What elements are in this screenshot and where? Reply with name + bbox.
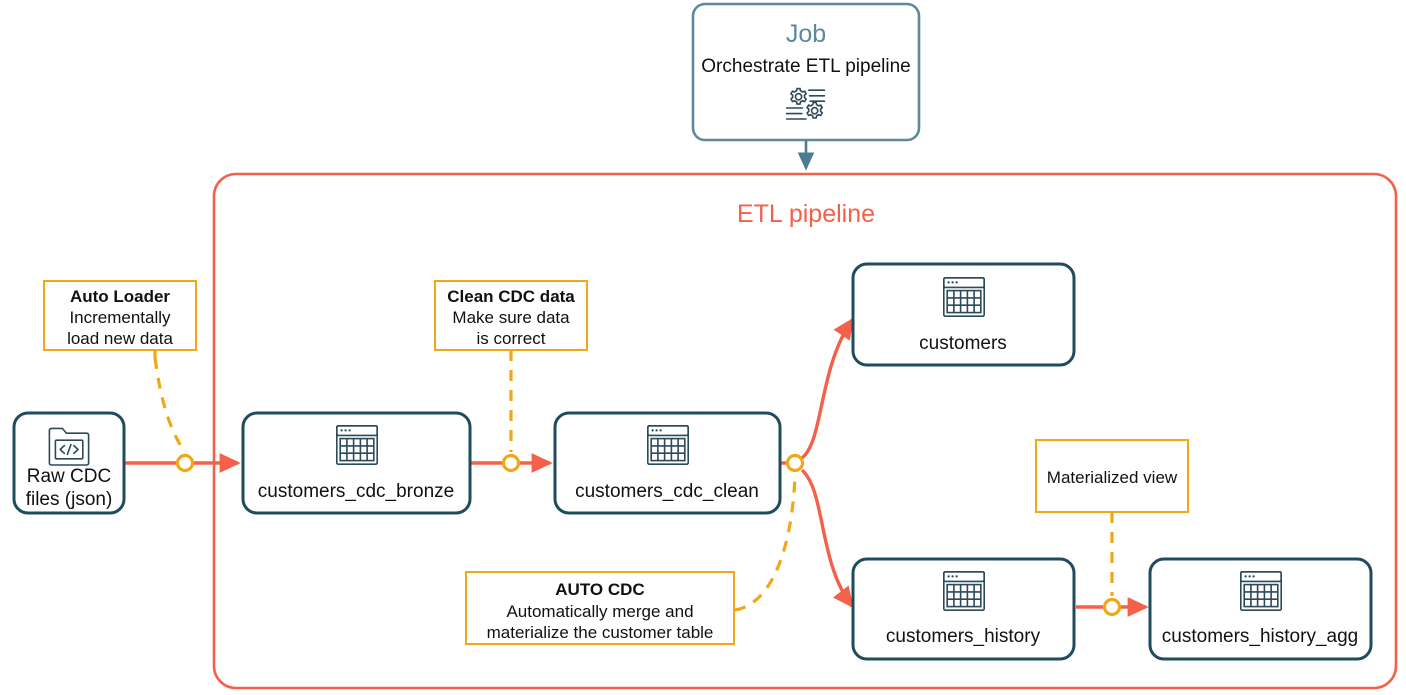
- etl-pipeline-title: ETL pipeline: [737, 200, 875, 228]
- job-title: Job: [786, 20, 826, 48]
- node-customers-history-agg-label: customers_history_agg: [1162, 626, 1358, 647]
- node-customers-cdc-clean-label: customers_cdc_clean: [575, 481, 759, 502]
- note-auto-loader[interactable]: Auto Loader Incrementally load new data: [43, 280, 197, 351]
- note-clean-cdc-data-line-1: Make sure data: [452, 308, 570, 327]
- joint-clean-cdc[interactable]: [501, 453, 521, 473]
- node-customers[interactable]: customers: [851, 262, 1076, 367]
- edge-clean-to-customers: [800, 317, 854, 460]
- dash-auto-loader: [153, 357, 187, 453]
- note-auto-cdc[interactable]: AUTO CDC Automatically merge and materia…: [465, 571, 735, 645]
- node-customers-history-label: customers_history: [886, 626, 1041, 647]
- note-auto-loader-line-1: Incrementally: [69, 308, 171, 327]
- node-raw-cdc-files-label-2: files (json): [26, 489, 113, 510]
- note-clean-cdc-data-border: [434, 280, 588, 351]
- node-raw-cdc-files-border: [12, 411, 126, 515]
- node-customers-history-border: [851, 557, 1076, 661]
- note-clean-cdc-data[interactable]: Clean CDC data Make sure data is correct: [434, 280, 588, 351]
- node-customers-cdc-bronze-label: customers_cdc_bronze: [258, 481, 454, 502]
- joint-auto-loader[interactable]: [175, 453, 195, 473]
- note-auto-cdc-line-1: Automatically merge and: [506, 602, 693, 621]
- node-customers-cdc-clean-border: [553, 411, 782, 515]
- node-raw-cdc-files-label-1: Raw CDC: [27, 466, 111, 487]
- node-customers-cdc-clean[interactable]: customers_cdc_clean: [553, 411, 782, 515]
- node-customers-history[interactable]: customers_history: [851, 557, 1076, 661]
- joint-auto-cdc[interactable]: [785, 453, 805, 473]
- job-card-border: [691, 2, 921, 142]
- note-auto-loader-line-2: load new data: [67, 329, 173, 348]
- joint-materialized-view[interactable]: [1102, 597, 1122, 617]
- etl-pipeline-container: [212, 172, 1398, 690]
- edge-clean-to-history: [800, 468, 854, 609]
- note-clean-cdc-data-line-2: is correct: [477, 329, 546, 348]
- note-clean-cdc-data-title: Clean CDC data: [447, 287, 575, 306]
- note-materialized-view-border: [1035, 439, 1189, 513]
- dash-auto-cdc: [734, 475, 797, 612]
- node-customers-cdc-bronze-border: [241, 411, 472, 515]
- job-subtitle: Orchestrate ETL pipeline: [701, 56, 910, 77]
- note-auto-cdc-border: [465, 571, 735, 645]
- note-auto-loader-border: [43, 280, 197, 351]
- job-card[interactable]: Job Orchestrate ETL pipeline: [691, 2, 921, 142]
- node-customers-border: [851, 262, 1076, 367]
- note-auto-cdc-line-2: materialize the customer table: [487, 623, 714, 642]
- note-auto-loader-title: Auto Loader: [70, 287, 170, 306]
- node-raw-cdc-files[interactable]: Raw CDC files (json): [12, 411, 126, 515]
- node-customers-history-agg-border: [1148, 557, 1373, 661]
- note-materialized-view-label: Materialized view: [1047, 468, 1178, 487]
- note-materialized-view[interactable]: Materialized view: [1035, 439, 1189, 513]
- note-auto-cdc-title: AUTO CDC: [555, 580, 644, 599]
- node-customers-history-agg[interactable]: customers_history_agg: [1148, 557, 1373, 661]
- node-customers-label: customers: [919, 333, 1007, 354]
- node-customers-cdc-bronze[interactable]: customers_cdc_bronze: [241, 411, 472, 515]
